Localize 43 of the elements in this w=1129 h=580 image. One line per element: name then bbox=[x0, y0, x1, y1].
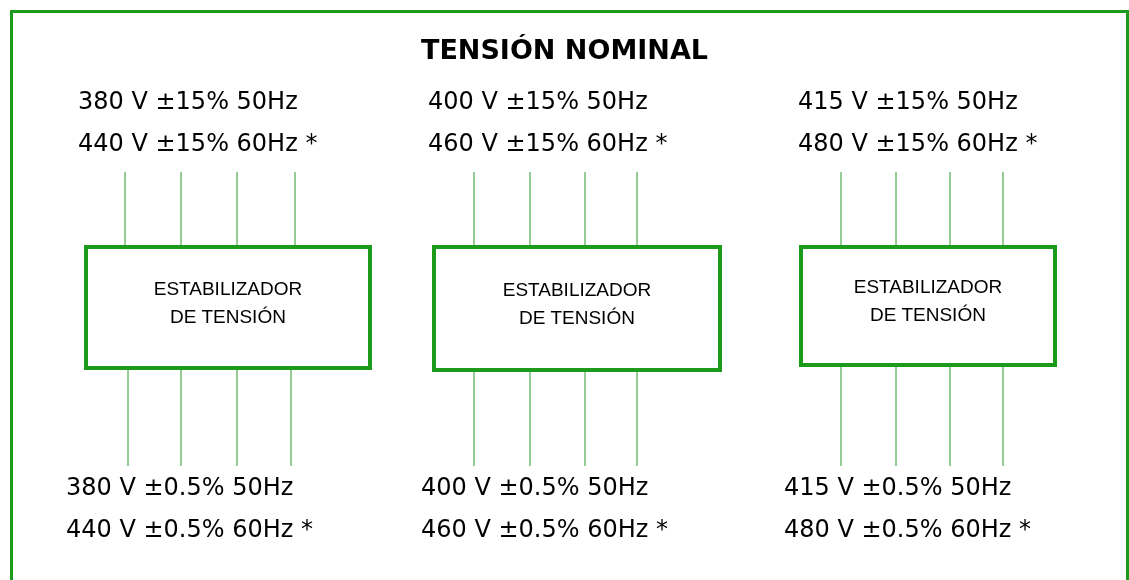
voltage-spec: 440 V ±0.5% 60Hz * bbox=[66, 514, 314, 545]
box-label: ESTABILIZADOR DE TENSIÓN bbox=[153, 276, 303, 329]
connection-line bbox=[1002, 366, 1004, 467]
voltage-spec: 400 V ±15% 50Hz bbox=[428, 86, 649, 117]
connection-line bbox=[127, 369, 129, 467]
connection-line bbox=[949, 366, 951, 467]
box-label: ESTABILIZADOR DE TENSIÓN bbox=[853, 275, 1003, 327]
connection-line bbox=[840, 366, 842, 467]
voltage-spec: 380 V ±0.5% 50Hz bbox=[66, 472, 295, 503]
voltage-spec: 480 V ±15% 60Hz * bbox=[798, 128, 1039, 159]
connection-line bbox=[949, 171, 951, 246]
voltage-spec: 415 V ±15% 50Hz bbox=[798, 86, 1019, 117]
connection-line bbox=[636, 371, 638, 467]
connection-line bbox=[636, 171, 638, 246]
connection-line bbox=[529, 171, 531, 246]
connection-line bbox=[895, 366, 897, 467]
connection-line bbox=[236, 369, 238, 467]
connection-line bbox=[124, 171, 126, 246]
stabilizer-box bbox=[84, 245, 372, 370]
connection-line bbox=[840, 171, 842, 246]
connection-line bbox=[584, 171, 586, 246]
connection-line bbox=[180, 369, 182, 467]
connection-line bbox=[529, 371, 531, 467]
voltage-spec: 415 V ±0.5% 50Hz bbox=[784, 472, 1013, 503]
voltage-spec: 480 V ±0.5% 60Hz * bbox=[784, 514, 1032, 545]
connection-line bbox=[584, 371, 586, 467]
connection-line bbox=[473, 171, 475, 246]
connection-line bbox=[473, 371, 475, 467]
stabilizer-box bbox=[799, 245, 1057, 367]
voltage-spec: 400 V ±0.5% 50Hz bbox=[421, 472, 650, 503]
connection-line bbox=[294, 171, 296, 246]
voltage-spec: 380 V ±15% 50Hz bbox=[78, 86, 299, 117]
stabilizer-box bbox=[432, 245, 722, 372]
voltage-spec: 460 V ±15% 60Hz * bbox=[428, 128, 669, 159]
connection-line bbox=[180, 171, 182, 246]
connection-line bbox=[236, 171, 238, 246]
connection-line bbox=[1002, 171, 1004, 246]
connection-line bbox=[895, 171, 897, 246]
voltage-spec: 440 V ±15% 60Hz * bbox=[78, 128, 319, 159]
connection-line bbox=[290, 369, 292, 467]
diagram-title: TENSIÓN NOMINAL bbox=[419, 34, 710, 65]
voltage-spec: 460 V ±0.5% 60Hz * bbox=[421, 514, 669, 545]
box-label: ESTABILIZADOR DE TENSIÓN bbox=[502, 277, 652, 330]
